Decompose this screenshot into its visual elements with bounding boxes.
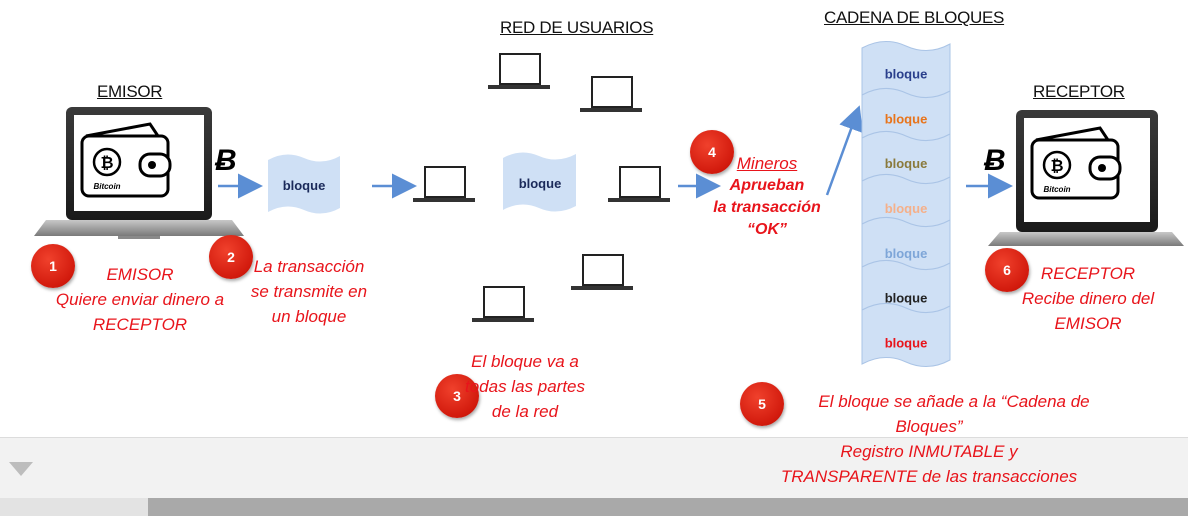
receptor-title: RECEPTOR bbox=[1033, 82, 1125, 101]
receptor-laptop-icon: ₿ Bitcoin bbox=[988, 110, 1184, 246]
network-laptop-icon bbox=[413, 166, 475, 202]
step-6-text: RECEPTOR Recibe dinero del EMISOR bbox=[1021, 264, 1155, 333]
chain-block-labels: bloque bloque bloque bloque bloque bloque bloq… bbox=[885, 66, 928, 350]
chain-block-label: bloque bbox=[885, 291, 928, 306]
diagram-canvas: ₿ Bitcoin Ƀ bloque bloque bbox=[34, 41, 1184, 367]
blockchain-column bbox=[861, 41, 951, 367]
step-5-text: El bloque se añade a la “Cadena de Bloqu… bbox=[780, 392, 1090, 486]
receptor-wallet-label: Bitcoin bbox=[1043, 185, 1070, 194]
collapse-triangle-icon[interactable] bbox=[9, 462, 33, 476]
network-laptop-icon bbox=[608, 166, 670, 202]
step-2-text: La transacción se transmite en un bloque bbox=[250, 257, 368, 326]
horizontal-scrollbar[interactable] bbox=[148, 498, 1188, 516]
bitcoin-symbol-icon: Ƀ bbox=[983, 144, 1006, 177]
step-5-badge: 5 bbox=[740, 382, 784, 426]
network-block-label: bloque bbox=[519, 176, 562, 191]
chain-block-label: bloque bbox=[885, 66, 928, 81]
block-label: bloque bbox=[283, 178, 326, 193]
emisor-laptop-icon: ₿ Bitcoin bbox=[34, 107, 244, 239]
chain-block-label: bloque bbox=[885, 156, 928, 171]
step-3-text: El bloque va a todas las partes de la re… bbox=[464, 352, 585, 421]
emisor-wallet-label: Bitcoin bbox=[93, 182, 120, 191]
step-6-badge: 6 bbox=[985, 248, 1029, 292]
step-4-badge: 4 bbox=[690, 130, 734, 174]
block-network: bloque bbox=[503, 152, 576, 212]
step-2-badge: 2 bbox=[209, 235, 253, 279]
step-3-badge: 3 bbox=[435, 374, 479, 418]
network-laptop-icon bbox=[488, 53, 550, 89]
block-transaction: bloque bbox=[268, 154, 340, 214]
step-1-text: EMISOR Quiere enviar dinero a RECEPTOR bbox=[55, 265, 225, 334]
svg-text:₿: ₿ bbox=[100, 154, 113, 172]
bitcoin-symbol-icon: Ƀ bbox=[214, 144, 237, 177]
red-title: RED DE USUARIOS bbox=[500, 18, 654, 37]
receptor-wallet-icon: ₿ Bitcoin bbox=[1030, 126, 1122, 200]
arrow-4 bbox=[825, 105, 863, 196]
cadena-title: CADENA DE BLOQUES bbox=[824, 8, 1005, 27]
step-1-badge: 1 bbox=[31, 244, 75, 288]
network-laptop-icon bbox=[571, 254, 633, 290]
chain-block-label: bloque bbox=[885, 201, 928, 216]
emisor-wallet-icon: ₿ Bitcoin bbox=[80, 122, 172, 198]
chain-block-label: bloque bbox=[885, 336, 928, 351]
network-laptop-icon bbox=[580, 76, 642, 112]
chain-block-label: bloque bbox=[885, 246, 928, 261]
step-4-text: Mineros Aprueban la transacción “OK” bbox=[713, 154, 821, 238]
network-laptop-icon bbox=[472, 286, 534, 322]
chain-block-label: bloque bbox=[885, 111, 928, 126]
svg-text:₿: ₿ bbox=[1050, 157, 1063, 175]
emisor-title: EMISOR bbox=[97, 82, 163, 101]
